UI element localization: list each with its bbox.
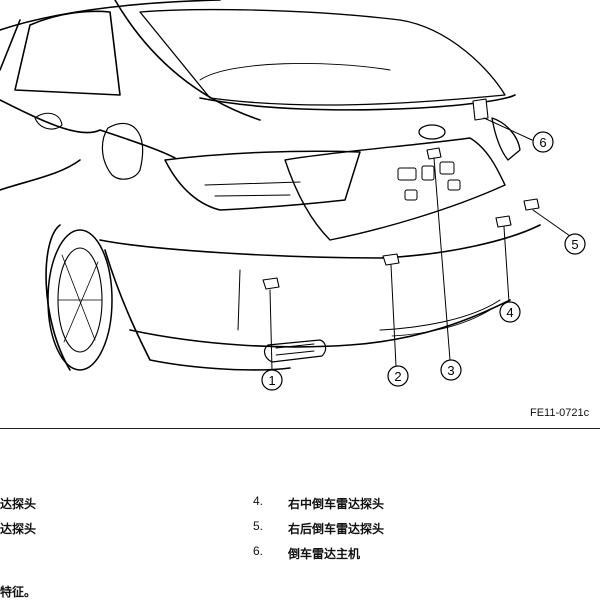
legend-num-5: 5. <box>253 519 264 533</box>
callout-1: 1 <box>261 369 283 391</box>
legend-num-4: 4. <box>253 494 264 508</box>
svg-text:4: 4 <box>506 305 513 320</box>
svg-text:6: 6 <box>539 135 546 150</box>
callout-4: 4 <box>499 301 521 323</box>
divider <box>0 428 600 429</box>
callout-3: 3 <box>440 359 462 381</box>
legend-item-6: 倒车雷达主机 <box>288 547 361 561</box>
callout-6: 6 <box>532 131 554 153</box>
svg-text:5: 5 <box>571 237 578 252</box>
car-rear-diagram: 1 2 3 4 5 6 <box>0 0 586 391</box>
footer-fragment: 特征。 <box>0 585 37 599</box>
svg-text:1: 1 <box>268 373 275 388</box>
legend-num-6: 6. <box>253 544 264 558</box>
legend-left-1: 达探头 <box>0 497 37 511</box>
svg-text:3: 3 <box>447 363 454 378</box>
figure-id: FE11-0721c <box>530 407 590 419</box>
callout-2: 2 <box>387 365 409 387</box>
legend-item-5: 右后倒车雷达探头 <box>288 522 385 536</box>
legend-item-4: 右中倒车雷达探头 <box>288 497 385 511</box>
callout-5: 5 <box>564 233 586 255</box>
legend-left-2: 达探头 <box>0 522 37 536</box>
svg-text:2: 2 <box>394 369 401 384</box>
